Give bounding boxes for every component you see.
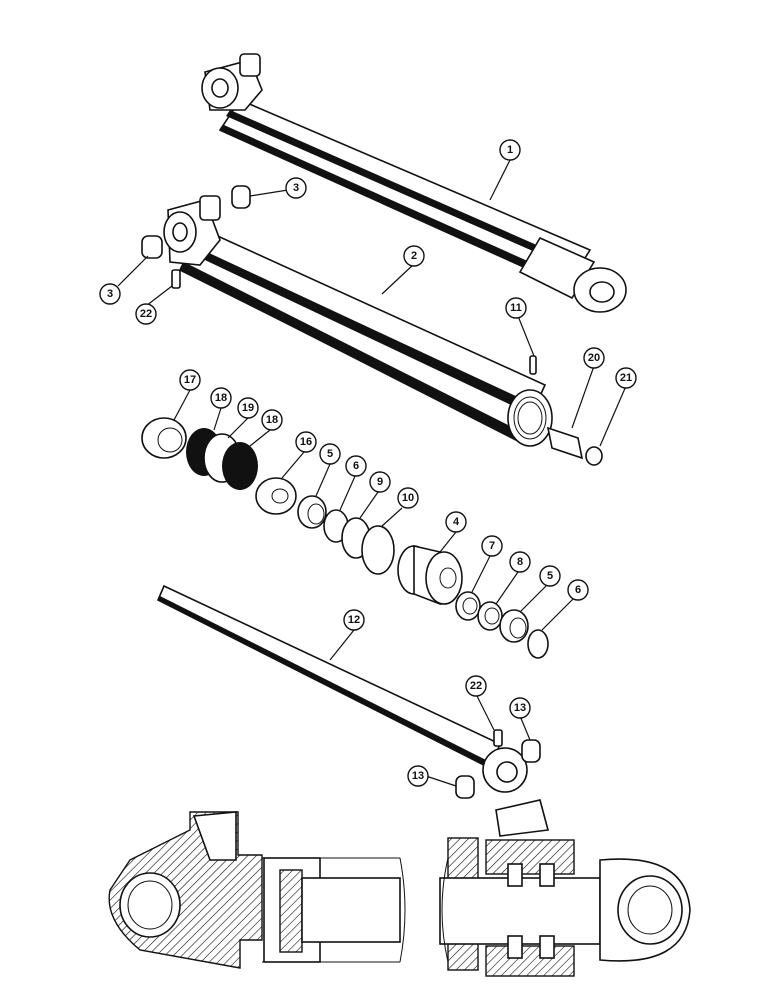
callout-18-left-label: 18 — [215, 392, 227, 404]
callout-5-lower-label: 5 — [547, 570, 553, 582]
callout-3-upper: 3 — [285, 177, 307, 199]
callout-4: 4 — [445, 511, 467, 533]
callout-21: 21 — [615, 367, 637, 389]
piston-rod-12 — [156, 584, 541, 799]
callout-22-lower-label: 22 — [470, 680, 482, 692]
callout-10: 10 — [397, 487, 419, 509]
callout-6-lower: 6 — [567, 579, 589, 601]
callout-7-label: 7 — [489, 540, 495, 552]
callout-6-upper-label: 6 — [353, 460, 359, 472]
callout-8-label: 8 — [517, 556, 523, 568]
callout-3-upper-label: 3 — [293, 182, 299, 194]
callout-22-upper-label: 22 — [140, 308, 152, 320]
leader-lines — [117, 159, 627, 787]
callout-8: 8 — [509, 551, 531, 573]
callout-20: 20 — [583, 347, 605, 369]
callout-3-lower: 3 — [99, 283, 121, 305]
cylinder-assembly-1 — [201, 53, 627, 313]
callout-18-right-label: 18 — [266, 414, 278, 426]
callout-13-upper: 13 — [509, 697, 531, 719]
callout-6-lower-label: 6 — [575, 584, 581, 596]
callout-9-label: 9 — [377, 476, 383, 488]
callout-19-label: 19 — [242, 402, 254, 414]
callout-11: 11 — [505, 297, 527, 319]
callout-21-label: 21 — [620, 372, 632, 384]
callout-2: 2 — [403, 245, 425, 267]
callout-17-label: 17 — [184, 374, 196, 386]
callout-12-label: 12 — [348, 614, 360, 626]
callout-2-label: 2 — [411, 250, 417, 262]
callout-13-lower: 13 — [407, 765, 429, 787]
callout-4-label: 4 — [453, 516, 460, 528]
callout-5-upper: 5 — [319, 443, 341, 465]
callout-22-lower: 22 — [465, 675, 487, 697]
callout-20-label: 20 — [588, 352, 600, 364]
callout-1-label: 1 — [507, 144, 513, 156]
callout-1: 1 — [499, 139, 521, 161]
callout-5-upper-label: 5 — [327, 448, 333, 460]
callout-11-label: 11 — [510, 302, 522, 314]
callout-7: 7 — [481, 535, 503, 557]
cylinder-cross-section — [108, 799, 691, 977]
callout-9: 9 — [369, 471, 391, 493]
callout-3-lower-label: 3 — [107, 288, 113, 300]
callout-13-upper-label: 13 — [514, 702, 526, 714]
callout-16: 16 — [295, 431, 317, 453]
piston-seal-parts — [141, 417, 549, 659]
callout-18-left: 18 — [210, 387, 232, 409]
callout-19: 19 — [237, 397, 259, 419]
callout-18-right: 18 — [261, 409, 283, 431]
callout-6-upper: 6 — [345, 455, 367, 477]
callout-17: 17 — [179, 369, 201, 391]
cylinder-assembly-2 — [141, 185, 603, 466]
callout-22-upper: 22 — [135, 303, 157, 325]
callout-16-label: 16 — [300, 436, 312, 448]
callout-12: 12 — [343, 609, 365, 631]
callout-13-lower-label: 13 — [412, 770, 424, 782]
callout-5-lower: 5 — [539, 565, 561, 587]
callout-10-label: 10 — [402, 492, 414, 504]
